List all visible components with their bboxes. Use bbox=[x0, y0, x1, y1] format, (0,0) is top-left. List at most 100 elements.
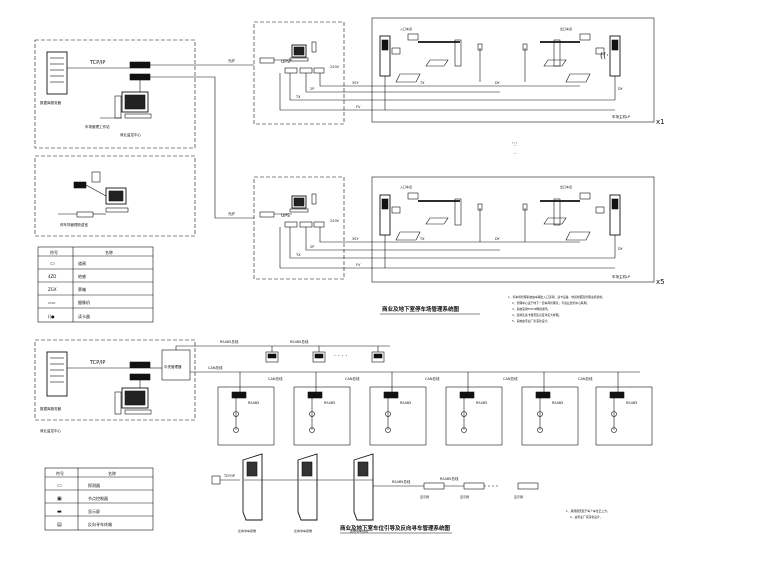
cable-2p: 2P bbox=[310, 87, 314, 91]
lane-out-label: 出口车道 bbox=[560, 184, 572, 189]
legend-top-header-symbol: 符号 bbox=[50, 249, 58, 255]
tcpip-kiosk-label: TCP/IP bbox=[223, 474, 235, 478]
legend-top-name: 道闸 bbox=[78, 260, 86, 266]
ups-label: UPS bbox=[281, 59, 290, 65]
cable-dy: DY bbox=[495, 81, 501, 85]
lane-box-upper: ((· TX DY DY 入口车道 出口车道 车场主机LP bbox=[371, 17, 655, 123]
svg-text:数据库服务器: 数据库服务器 bbox=[40, 406, 61, 411]
svg-text:数据库服务器: 数据库服务器 bbox=[40, 100, 61, 105]
legend-bottom-name: 节点控制器 bbox=[88, 495, 108, 501]
legend-top-name: 摄像机 bbox=[78, 299, 90, 305]
cable-dy: DY bbox=[495, 237, 501, 241]
legend-top-symbol: ZGX bbox=[48, 287, 57, 292]
legend-bottom-name: 反向寻车终端 bbox=[88, 521, 112, 527]
management-center-top: TCP/IP 数据库服务器 车场管理工作站 商业监控中心 bbox=[34, 39, 196, 149]
note-line: 5、系统由专业厂家深化设计。 bbox=[512, 319, 550, 323]
lane-controller-lower: UPS 220V 2P TX 3SY FV bbox=[253, 176, 372, 280]
legend-bottom-header-symbol: 符号 bbox=[56, 470, 64, 476]
rs485-display-bus: RS485总线 RS485总线 · · · · bbox=[175, 339, 390, 363]
svg-text:((·: ((· bbox=[600, 51, 609, 60]
device-label: 车场主机LP bbox=[612, 274, 630, 279]
legend-bottom-symbol: ▭ bbox=[57, 483, 62, 489]
rs485-bottom-label: RS485总线 bbox=[392, 479, 411, 484]
management-center-bottom: TCP/IP 中央管理器 数据库服务器 商业监控中心 bbox=[34, 339, 196, 433]
notes-top: 1、停车场管理系统由车辆出入口道闸、读卡设备、地感线圈及管理主机组成。 2、管理… bbox=[508, 295, 605, 323]
legend-top-symbol: ▭ bbox=[50, 261, 55, 267]
cable-tx: TX bbox=[295, 253, 301, 257]
tcpip-label-1: TCP/IP bbox=[89, 60, 105, 66]
rs485-top-label: RS485总线 bbox=[220, 339, 239, 344]
note-line: 2、管理中心设于地下一层车库管理室，与商业监控中心联网。 bbox=[512, 301, 589, 305]
cable-dy: DY bbox=[618, 87, 624, 91]
svg-text:显示屏: 显示屏 bbox=[514, 495, 523, 499]
rs485-node-label: RS485 bbox=[400, 401, 411, 405]
220v-label: 220V bbox=[330, 65, 340, 69]
multiplier-upper: x1 bbox=[656, 118, 665, 126]
svg-text:·: · bbox=[514, 151, 516, 158]
svg-text:反向寻车终端: 反向寻车终端 bbox=[294, 528, 312, 533]
can-bus-label: CAN总线 bbox=[578, 376, 593, 381]
svg-text:显示屏: 显示屏 bbox=[420, 495, 429, 499]
svg-text:停车场管理收费室: 停车场管理收费室 bbox=[60, 222, 88, 227]
svg-text:·: · bbox=[514, 143, 516, 150]
svg-text:车场管理工作站: 车场管理工作站 bbox=[85, 124, 110, 129]
legend-bottom-symbol: ▤ bbox=[57, 522, 62, 528]
can-bus-label: CAN总线 bbox=[425, 376, 440, 381]
lane-in-label: 入口车道 bbox=[400, 26, 412, 31]
rs485-node-label: RS485 bbox=[626, 401, 637, 405]
note-line: 1、探测器安装于每个车位正上方。 bbox=[566, 509, 610, 513]
can-bus-label: CAN总线 bbox=[503, 376, 518, 381]
cable-dy: DY bbox=[618, 247, 624, 251]
lane-controller-upper: UPS 220V 2P TX 3SY FV bbox=[253, 21, 372, 125]
svg-text:中央管理器: 中央管理器 bbox=[164, 364, 182, 369]
legend-bottom-header-name: 名称 bbox=[108, 470, 116, 476]
legend-top-name: 地感 bbox=[78, 273, 86, 279]
guard-room-box: 停车场管理收费室 bbox=[34, 155, 196, 237]
cable-fv: FV bbox=[356, 263, 361, 267]
rs485-node-label: RS485 bbox=[476, 401, 487, 405]
note-line: 2、由专业厂家深化设计。 bbox=[570, 515, 603, 519]
guidance-system-title: 商业及地下室车位引导及反向寻车管理系统图 bbox=[340, 524, 451, 532]
cable-tx: TX bbox=[419, 237, 425, 241]
lane-out-label: 出口车道 bbox=[560, 26, 572, 31]
parking-system-title: 商业及地下室停车场管理系统图 bbox=[382, 305, 460, 313]
device-label: 车场主机LP bbox=[612, 114, 630, 119]
220v-label: 220V bbox=[330, 219, 340, 223]
lane-in-label: 入口车道 bbox=[400, 184, 412, 189]
legend-bottom-name: 显示屏 bbox=[88, 508, 100, 514]
legend-top-header-name: 名称 bbox=[105, 249, 113, 255]
lane-box-lower: TX DY DY 入口车道 出口车道 车场主机LP bbox=[371, 176, 655, 283]
kiosk-terminals: TCP/IP 反向寻车终端 反向寻车终端 反向寻车终端 bbox=[211, 453, 374, 533]
legend-top-symbol: 4ZD bbox=[48, 274, 56, 279]
legend-bottom-symbol: ▬ bbox=[57, 509, 62, 515]
can-bus-nodes: CAN总线 CAN总线 CAN总线 CAN总线 CAN总线 CAN总线 RS48… bbox=[190, 365, 653, 446]
cable-2p: 2P bbox=[310, 245, 314, 249]
svg-text:反向寻车终端: 反向寻车终端 bbox=[238, 528, 256, 533]
rs485-node-label: RS485 bbox=[248, 401, 259, 405]
legend-bottom-name: 探测器 bbox=[88, 482, 100, 488]
rs485-top-label: RS485总线 bbox=[290, 339, 309, 344]
svg-text:光纤: 光纤 bbox=[228, 211, 235, 216]
can-bus-label: CAN总线 bbox=[208, 365, 223, 370]
tcpip-label-2: TCP/IP bbox=[89, 360, 105, 366]
cable-tx: TX bbox=[295, 95, 301, 99]
note-line: 4、道闸及读卡器安装高度详见大样图。 bbox=[512, 313, 561, 317]
rs485-node-label: RS485 bbox=[552, 401, 563, 405]
multiplier-lower: x5 bbox=[656, 278, 665, 286]
rs485-bottom-label: RS485总线 bbox=[440, 476, 459, 481]
legend-table-bottom: 符号 名称 ▭ 探测器 ▣ 节点控制器 ▬ 显示屏 ▤ 反向寻车终端 bbox=[44, 467, 154, 531]
can-bus-label: CAN总线 bbox=[268, 376, 283, 381]
notes-bottom: 1、探测器安装于每个车位正上方。 2、由专业厂家深化设计。 bbox=[566, 509, 610, 519]
legend-top-name: 读卡器 bbox=[78, 313, 90, 319]
legend-top-symbol: ▭▭ bbox=[48, 300, 56, 305]
note-line: 3、系统采用TCP/IP网络通讯。 bbox=[512, 307, 550, 311]
svg-text:商业监控中心: 商业监控中心 bbox=[40, 428, 61, 433]
ups-label: UPS bbox=[281, 213, 290, 219]
svg-text:商业监控中心: 商业监控中心 bbox=[120, 132, 141, 137]
legend-bottom-symbol: ▣ bbox=[57, 496, 62, 502]
cable-tx: TX bbox=[419, 81, 425, 85]
svg-text:反向寻车终端: 反向寻车终端 bbox=[350, 528, 368, 533]
cable-3sy: 3SY bbox=[352, 237, 359, 241]
cable-fv: FV bbox=[356, 105, 361, 109]
